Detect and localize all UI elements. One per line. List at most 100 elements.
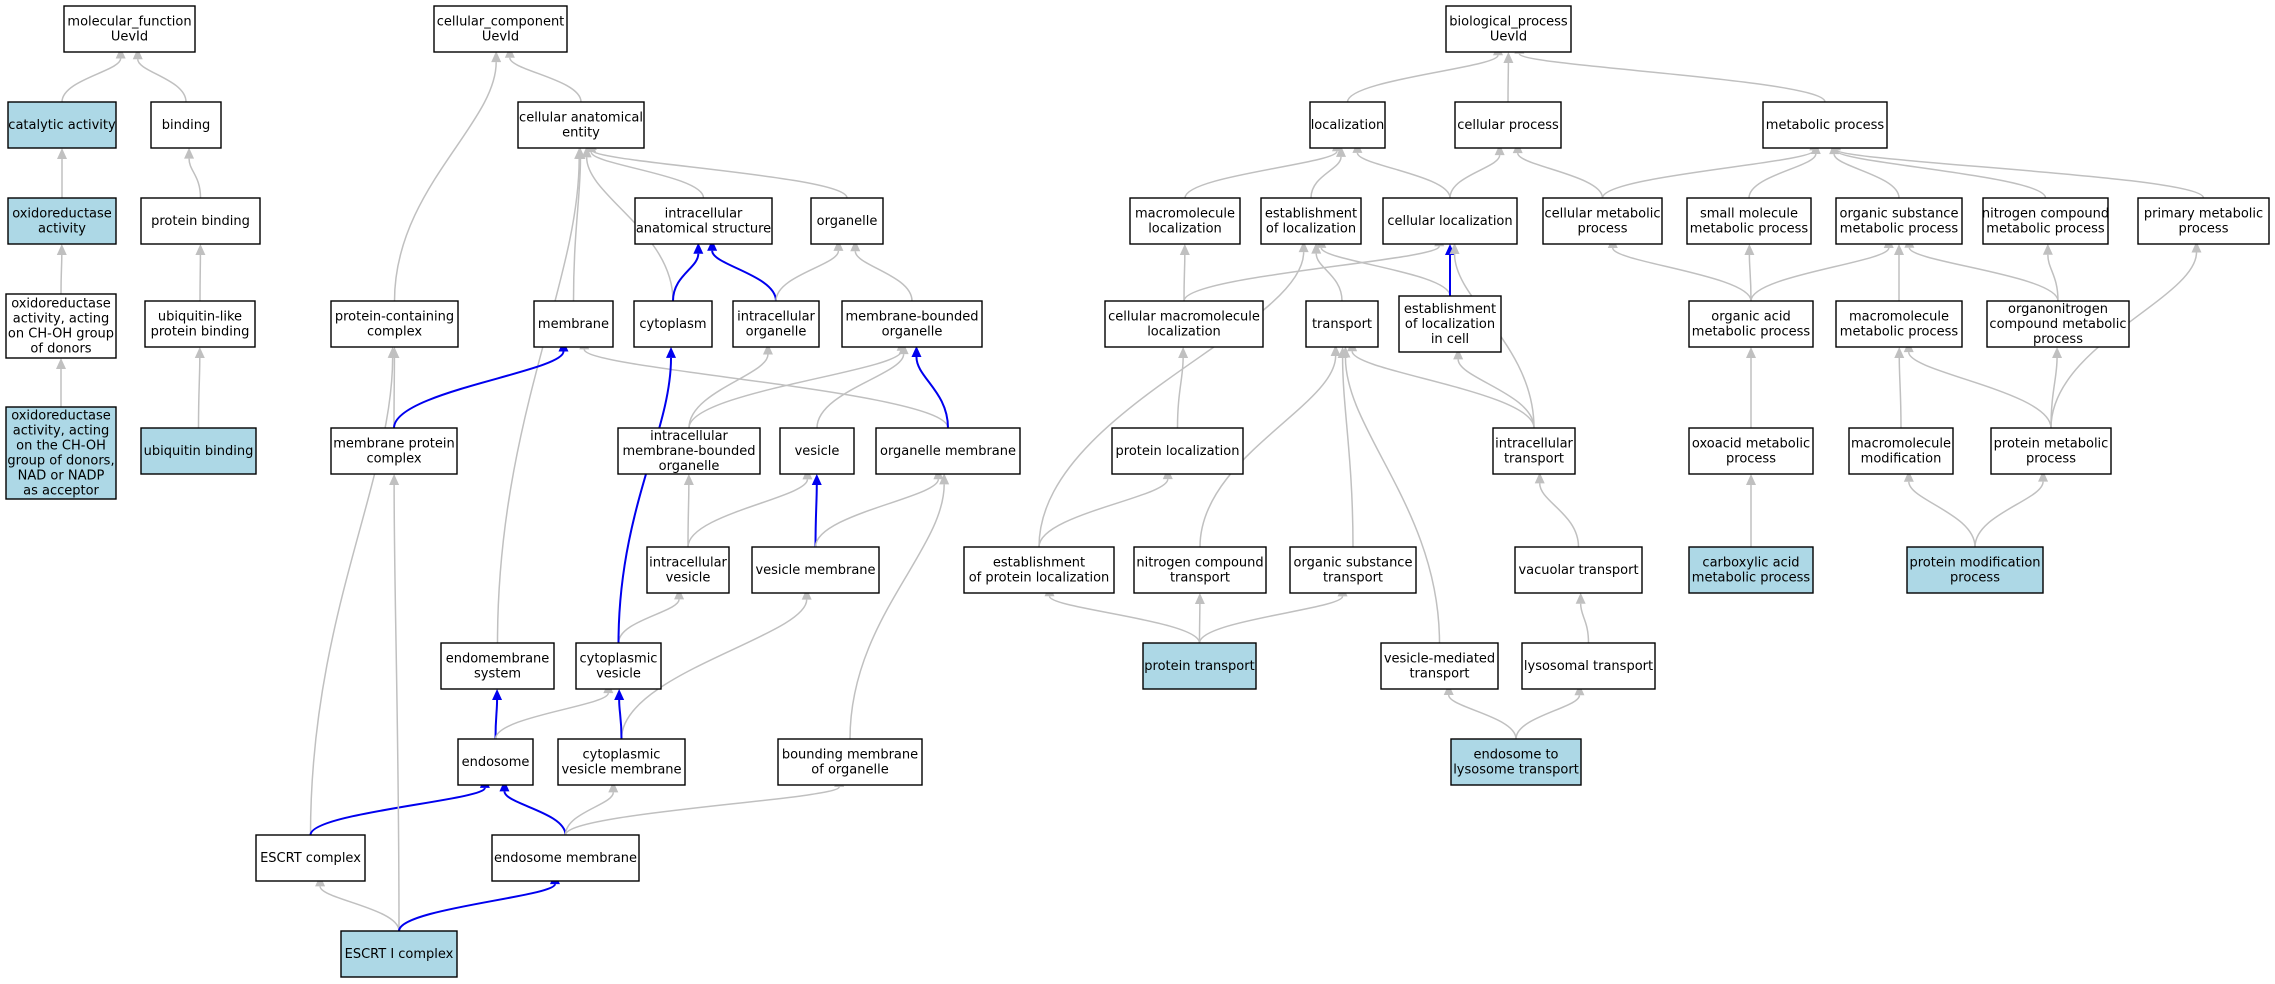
node-box [779,427,855,475]
node-label-line: protein metabolic [1994,436,2109,451]
edge-line [319,886,400,932]
go-term-node-org[interactable]: organelle [810,197,884,245]
node-box [1382,197,1518,245]
arrowhead-icon [57,148,67,159]
node-label-line: organelle [817,214,878,229]
node-label-line: lysosomal transport [1524,659,1653,674]
go-term-node-lyst[interactable]: lysosomal transport [1521,642,1656,690]
go-term-node-ubind[interactable]: ubiquitin binding [140,427,257,475]
go-term-node-mp[interactable]: metabolic process [1762,101,1888,149]
go-term-node-vact[interactable]: vacuolar transport [1514,546,1643,594]
go-term-node-cyto[interactable]: cytoplasm [633,300,713,348]
go-term-node-pt[interactable]: protein transport [1142,642,1257,690]
go-term-node-bind[interactable]: binding [150,101,222,149]
edge-cytves-to-iv [617,588,685,644]
go-term-node-cl[interactable]: cellular localization [1382,197,1518,245]
node-label-line: of organelle [811,762,888,777]
go-term-node-escrt[interactable]: ESCRT complex [255,834,366,882]
node-box [1492,427,1576,475]
edge-line [1199,355,1337,548]
arrowhead-icon [850,240,861,252]
edge-line [1320,247,1451,297]
node-label-line: organic acid [1711,309,1790,324]
node-label-line: transport [1312,317,1372,332]
edge-itrans-to-eolc [1453,348,1535,429]
go-term-node-endomem[interactable]: endosome membrane [491,834,640,882]
go-term-node-escrt1[interactable]: ESCRT I complex [340,930,458,978]
edge-line [2047,254,2059,302]
go-term-node-loc[interactable]: localization [1309,101,1386,149]
go-term-node-ves[interactable]: vesicle [779,427,855,475]
go-term-node-trans[interactable]: transport [1305,300,1379,348]
go-term-node-mem[interactable]: membrane [533,300,614,348]
edge-protmp-to-macmp [1903,341,2052,429]
node-label-line: nitrogen compound [1136,555,1263,570]
node-box [1986,300,2130,348]
go-term-node-endo[interactable]: endosome [457,738,534,786]
go-term-node-pbind[interactable]: protein binding [140,197,261,245]
arrowhead-icon [1744,243,1755,255]
go-term-node-cat[interactable]: catalytic activity [7,101,117,149]
go-term-node-vesmem[interactable]: vesicle membrane [751,546,880,594]
node-label-line: cellular metabolic [1545,206,1661,221]
node-label-line: nitrogen compound [1982,206,2109,221]
edge-line [1748,254,1752,302]
node-label-line: of protein localization [969,570,1110,585]
go-term-node-cp[interactable]: cellular process [1454,101,1562,149]
edge-line [1038,478,1169,548]
edge-line [1579,603,1590,644]
node-label-line: of donors [30,341,91,356]
go-term-node-ploc[interactable]: protein localization [1111,427,1244,475]
edge-line [1449,154,1501,199]
edge-line [1198,595,1344,644]
node-box [1450,738,1582,786]
edge-epl-to-ploc [1038,468,1173,548]
node-box [1688,427,1814,475]
edge-pcc-to-cc [393,51,502,302]
node-label-line: macromolecule [1849,309,1949,324]
go-term-node-orgmem[interactable]: organelle membrane [875,427,1021,475]
